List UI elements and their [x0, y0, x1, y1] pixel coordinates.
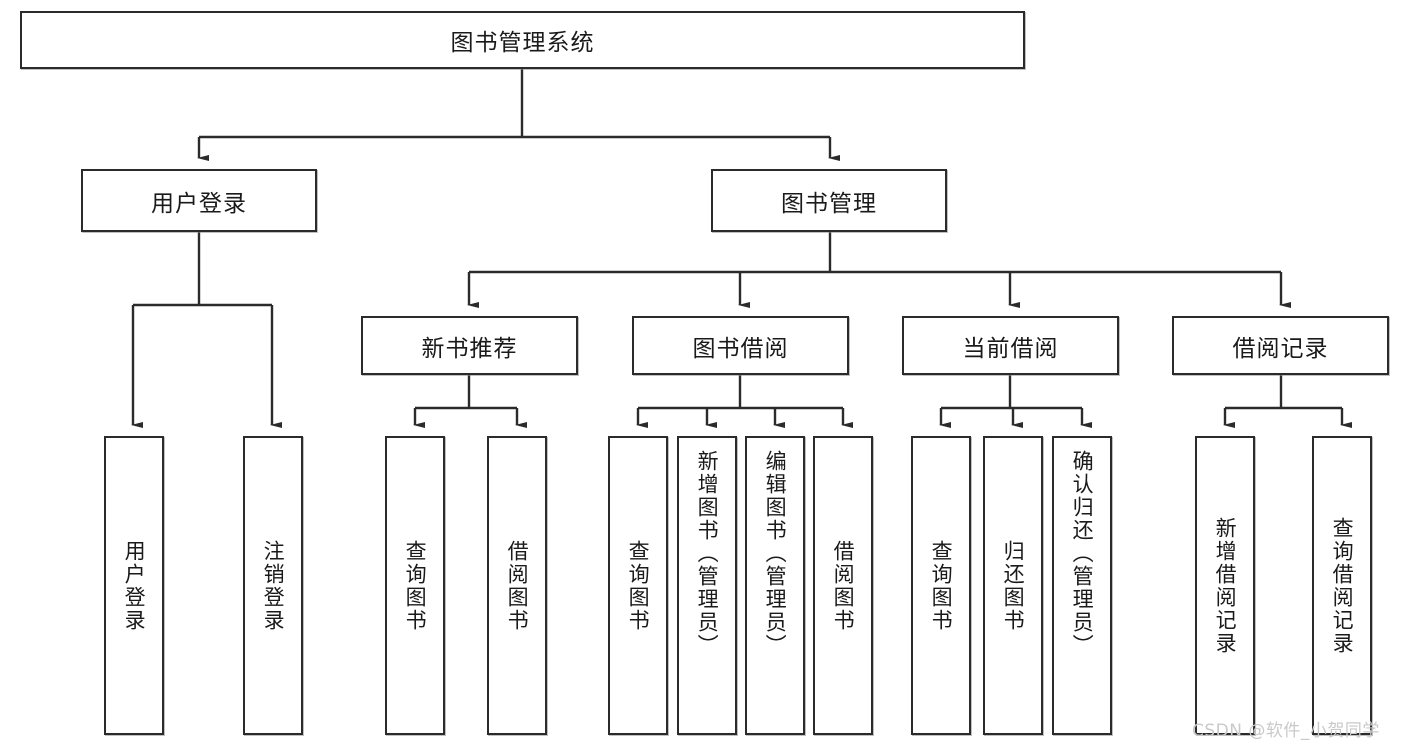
leaf-borrow-borrow-book[interactable]: 借阅图书	[813, 436, 873, 735]
node-book-borrow[interactable]: 图书借阅	[632, 316, 849, 375]
node-book-borrow-label: 图书借阅	[692, 335, 789, 362]
node-borrow-records[interactable]: 借阅记录	[1172, 316, 1389, 375]
leaf-user-login[interactable]: 用户登录	[104, 436, 164, 735]
node-book-management-label: 图书管理	[781, 190, 877, 217]
leaf-borrow-query-book-label: 查询图书	[626, 539, 651, 632]
leaf-borrow-borrow-book-label: 借阅图书	[831, 539, 856, 632]
leaf-user-login-label: 用户登录	[122, 539, 147, 632]
leaf-borrow-add-book-label: 新增图书（管理员）	[695, 450, 720, 657]
leaf-new-book-query[interactable]: 查询图书	[385, 436, 445, 735]
leaf-current-confirm-return[interactable]: 确认归还（管理员）	[1052, 436, 1112, 735]
node-user-login-label: 用户登录	[151, 190, 247, 217]
node-root-label: 图书管理系统	[450, 30, 595, 56]
leaf-new-book-borrow-label: 借阅图书	[505, 539, 530, 632]
leaf-records-query[interactable]: 查询借阅记录	[1312, 436, 1372, 735]
node-new-book-recommend[interactable]: 新书推荐	[361, 316, 578, 375]
node-book-management[interactable]: 图书管理	[711, 169, 947, 232]
leaf-records-add[interactable]: 新增借阅记录	[1195, 436, 1255, 735]
leaf-borrow-add-book[interactable]: 新增图书（管理员）	[677, 436, 737, 735]
node-root[interactable]: 图书管理系统	[20, 11, 1025, 69]
node-borrow-records-label: 借阅记录	[1232, 335, 1329, 362]
node-user-login[interactable]: 用户登录	[81, 169, 317, 232]
node-current-borrow[interactable]: 当前借阅	[902, 316, 1119, 375]
leaf-records-add-label: 新增借阅记录	[1213, 516, 1238, 655]
leaf-current-confirm-return-label: 确认归还（管理员）	[1070, 450, 1095, 657]
leaf-new-book-query-label: 查询图书	[403, 539, 428, 632]
leaf-user-logout[interactable]: 注销登录	[243, 436, 303, 735]
leaf-current-return-book-label: 归还图书	[1001, 539, 1026, 632]
node-new-book-recommend-label: 新书推荐	[421, 335, 518, 362]
node-current-borrow-label: 当前借阅	[962, 335, 1059, 362]
csdn-watermark: CSDN @软件_小贺同学	[1192, 721, 1380, 741]
leaf-new-book-borrow[interactable]: 借阅图书	[487, 436, 547, 735]
leaf-current-return-book[interactable]: 归还图书	[983, 436, 1043, 735]
leaf-borrow-edit-book[interactable]: 编辑图书（管理员）	[745, 436, 805, 735]
leaf-current-query-book[interactable]: 查询图书	[911, 436, 971, 735]
leaf-borrow-edit-book-label: 编辑图书（管理员）	[763, 450, 788, 657]
leaf-user-logout-label: 注销登录	[261, 539, 286, 632]
leaf-current-query-book-label: 查询图书	[929, 539, 954, 632]
leaf-records-query-label: 查询借阅记录	[1330, 516, 1355, 655]
leaf-borrow-query-book[interactable]: 查询图书	[608, 436, 668, 735]
